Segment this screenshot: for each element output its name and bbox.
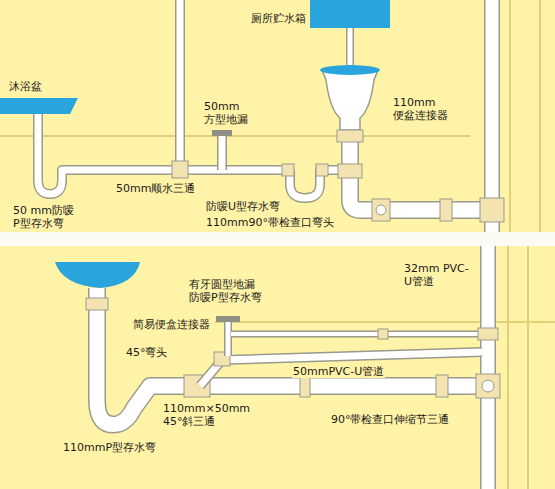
floor-drain	[212, 130, 232, 136]
floor-drain	[216, 316, 240, 322]
callout-label: 50mm 方型地漏	[203, 100, 255, 126]
callout-label: 32mm PVC-U管道	[403, 262, 473, 288]
callout-label: 沐浴盆	[8, 80, 43, 93]
washbasin	[55, 262, 140, 288]
callout-label: 有牙圆型地漏 防嗳P型存水弯	[188, 278, 274, 304]
callout-label: 简易便盒连接器	[132, 318, 211, 331]
callout-label: 110mm×50mm 45°斜三通	[162, 402, 256, 428]
callout-label: 90°带检查口伸缩节三通	[330, 413, 451, 426]
callout-label: 110mm90°带检查口弯头	[205, 216, 335, 229]
callout-label: 厕所贮水箱	[250, 12, 307, 25]
callout-label: 110mm 便盆连接器	[392, 96, 456, 122]
callout-label: 110mmP型存水弯	[62, 441, 157, 454]
callout-label: 50mm顺水三通	[115, 182, 196, 195]
callout-label: 50 mm防嗳 P型存水弯	[12, 204, 78, 230]
toilet	[322, 70, 378, 130]
cistern	[310, 0, 390, 28]
callout-label: 防嗳U型存水弯	[205, 200, 281, 213]
bathtub	[0, 98, 78, 114]
callout-label: 45°弯头	[125, 346, 169, 359]
callout-label: 50mmPVC-U管道	[292, 365, 385, 378]
